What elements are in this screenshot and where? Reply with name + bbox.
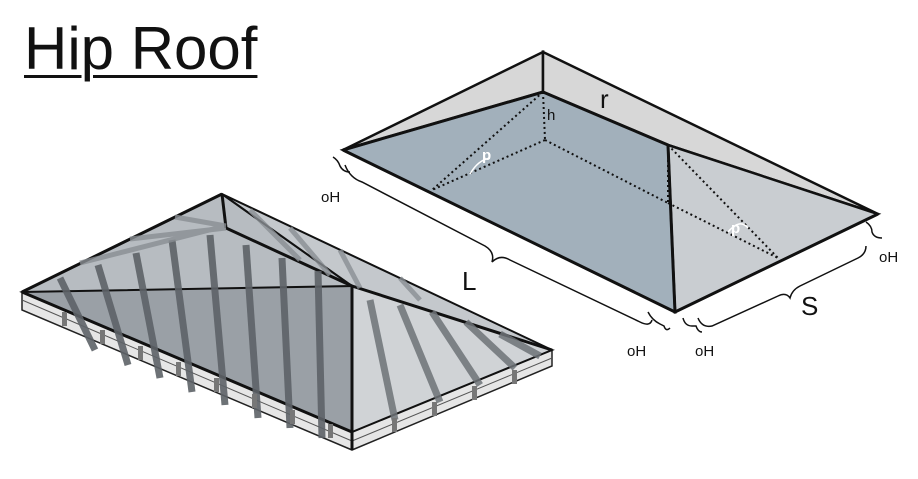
front-rafters bbox=[56, 234, 326, 439]
length-label: L bbox=[462, 266, 476, 296]
labelled-hip-roof-diagram: r h p p L oH oH oH S oH bbox=[321, 49, 898, 360]
span-brace bbox=[697, 245, 867, 328]
construction-lines bbox=[431, 91, 779, 259]
framed-ridge bbox=[220, 193, 228, 229]
height-label: h bbox=[547, 107, 555, 124]
ridge-label: r bbox=[600, 84, 609, 114]
span-label: S bbox=[801, 291, 818, 321]
pitch-label-side: p bbox=[482, 147, 491, 164]
overhang-brace-right bbox=[865, 221, 883, 239]
overhang-label-right: oH bbox=[879, 249, 898, 266]
framed-hip-roof-illustration bbox=[19, 192, 555, 451]
overhang-brace-front-left bbox=[647, 311, 671, 331]
end-rafters bbox=[366, 299, 542, 421]
page-title: Hip Roof bbox=[24, 15, 258, 82]
overhang-label-left: oH bbox=[321, 189, 340, 206]
overhang-brace-front-right bbox=[682, 317, 703, 333]
overhang-brace-left bbox=[332, 156, 351, 173]
back-rafters bbox=[79, 208, 422, 302]
overhang-label-front-right: oH bbox=[695, 343, 714, 360]
pitch-label-end: p bbox=[731, 220, 740, 237]
pitch-arc-end bbox=[727, 223, 749, 233]
overhang-label-front-left: oH bbox=[627, 343, 646, 360]
rafter-tails bbox=[62, 312, 517, 438]
pitch-arc-side bbox=[469, 157, 491, 175]
length-brace bbox=[344, 164, 653, 325]
